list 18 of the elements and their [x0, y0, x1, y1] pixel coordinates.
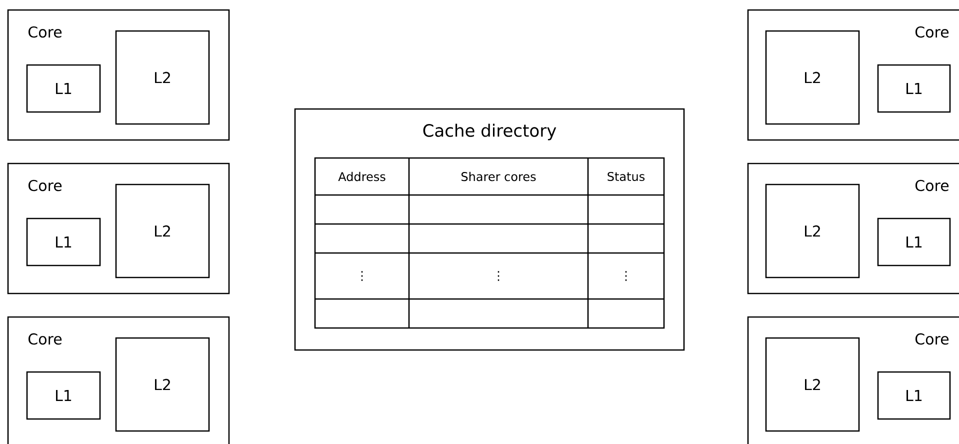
cache-box: L2	[765, 30, 860, 125]
column-header: Address	[338, 172, 386, 182]
cache-box: L1	[26, 371, 101, 420]
cache-box: L1	[26, 218, 101, 266]
cache-box: L1	[877, 64, 951, 113]
ellipsis: ⋮	[361, 271, 363, 281]
cache-box: L2	[115, 337, 210, 432]
cache-box: L2	[115, 30, 210, 125]
column-header: Status	[608, 172, 645, 182]
cache-box: L1	[877, 371, 951, 420]
ellipsis: ⋮	[498, 271, 500, 281]
cache-box: L2	[765, 184, 860, 278]
cache-box: L1	[877, 218, 951, 266]
cache-box: L2	[115, 184, 210, 278]
cache-box: L2	[765, 337, 860, 432]
cache-box: L1	[26, 64, 101, 113]
column-header: Sharer cores	[461, 172, 536, 182]
ellipsis: ⋮	[625, 271, 627, 281]
